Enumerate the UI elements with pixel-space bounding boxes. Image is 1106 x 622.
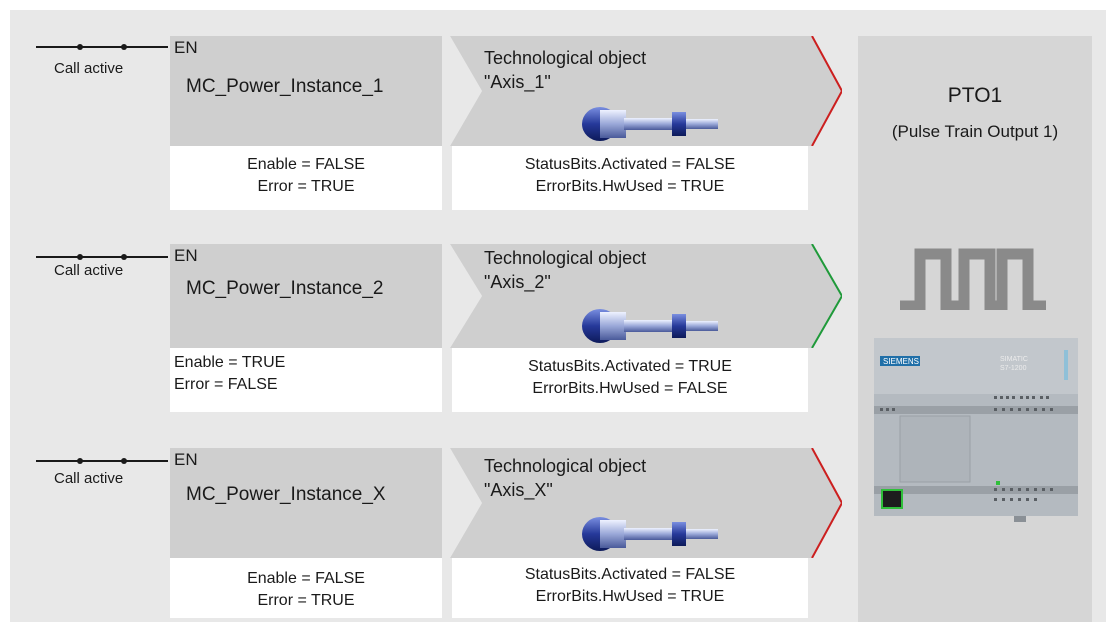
fb-status-line: Enable = FALSE: [247, 156, 365, 173]
pto-panel: PTO1 (Pulse Train Output 1) SIEMENS SIMA…: [858, 36, 1092, 622]
tech-status-line: ErrorBits.HwUsed = TRUE: [535, 178, 725, 195]
tech-object-axis: "Axis_1": [484, 72, 551, 92]
call-contact-line: [36, 458, 168, 464]
plc-brand-badge: [880, 356, 920, 366]
status-connector: [811, 36, 842, 146]
tech-status-box: StatusBits.Activated = FALSE ErrorBits.H…: [452, 146, 808, 210]
tech-status-box: StatusBits.Activated = FALSE ErrorBits.H…: [452, 558, 808, 618]
call-active-label: Call active: [54, 60, 124, 77]
tech-object-title: Technological object: [484, 456, 647, 476]
instance-name: MC_Power_Instance_1: [186, 76, 384, 97]
tech-object-title: Technological object: [484, 248, 647, 268]
status-connector: [811, 448, 842, 558]
tech-status-line: StatusBits.Activated = TRUE: [528, 358, 732, 375]
tech-status-line: ErrorBits.HwUsed = FALSE: [532, 380, 728, 397]
plc-device-image: SIEMENS SIMATIC S7-1200: [874, 338, 1078, 522]
motor-icon: [582, 107, 718, 141]
en-label: EN: [174, 246, 198, 265]
tech-status-line: ErrorBits.HwUsed = TRUE: [535, 588, 725, 605]
instance-name: MC_Power_Instance_X: [186, 484, 386, 505]
motor-icon: [582, 309, 718, 343]
call-contact-line: [36, 254, 168, 260]
function-block: [170, 244, 442, 348]
tech-object-axis: "Axis_2": [484, 272, 551, 292]
tech-status-box: StatusBits.Activated = TRUE ErrorBits.Hw…: [452, 348, 808, 412]
pto-subtitle: (Pulse Train Output 1): [891, 122, 1059, 141]
plc-model-text: S7-1200: [1000, 365, 1027, 372]
status-connector: [811, 244, 842, 348]
tech-object-shape: [442, 244, 842, 348]
fb-status-line: Error = TRUE: [257, 592, 355, 609]
fb-status-box: Enable = TRUE Error = FALSE: [170, 348, 442, 412]
pulse-train-icon: [900, 248, 1046, 310]
call-active-label: Call active: [54, 262, 124, 279]
plc-brand-text: SIEMENS: [883, 357, 919, 366]
fb-status-line: Error = FALSE: [174, 376, 278, 393]
en-label: EN: [174, 450, 198, 469]
en-label: EN: [174, 38, 198, 57]
fb-status-box: Enable = FALSE Error = TRUE: [170, 558, 442, 618]
plc-model-text: SIMATIC: [1000, 356, 1028, 363]
fb-status-line: Enable = FALSE: [247, 570, 365, 587]
tech-status-line: StatusBits.Activated = FALSE: [524, 566, 736, 583]
tech-object-shape: [442, 36, 842, 146]
fb-status-line: Enable = TRUE: [174, 354, 286, 371]
tech-object-axis: "Axis_X": [484, 480, 553, 500]
tech-object-shape: [442, 448, 842, 558]
tech-object-title: Technological object: [484, 48, 647, 68]
pto-title: PTO1: [947, 84, 1003, 107]
motor-icon: [582, 517, 718, 551]
call-active-label: Call active: [54, 470, 124, 487]
call-contact-line: [36, 44, 168, 50]
fb-status-line: Error = TRUE: [257, 178, 355, 195]
ethernet-port: [881, 489, 903, 509]
fb-status-box: Enable = FALSE Error = TRUE: [170, 146, 442, 210]
instance-name: MC_Power_Instance_2: [186, 278, 384, 299]
function-block: [170, 448, 442, 558]
function-block: [170, 36, 442, 146]
tech-status-line: StatusBits.Activated = FALSE: [524, 156, 736, 173]
